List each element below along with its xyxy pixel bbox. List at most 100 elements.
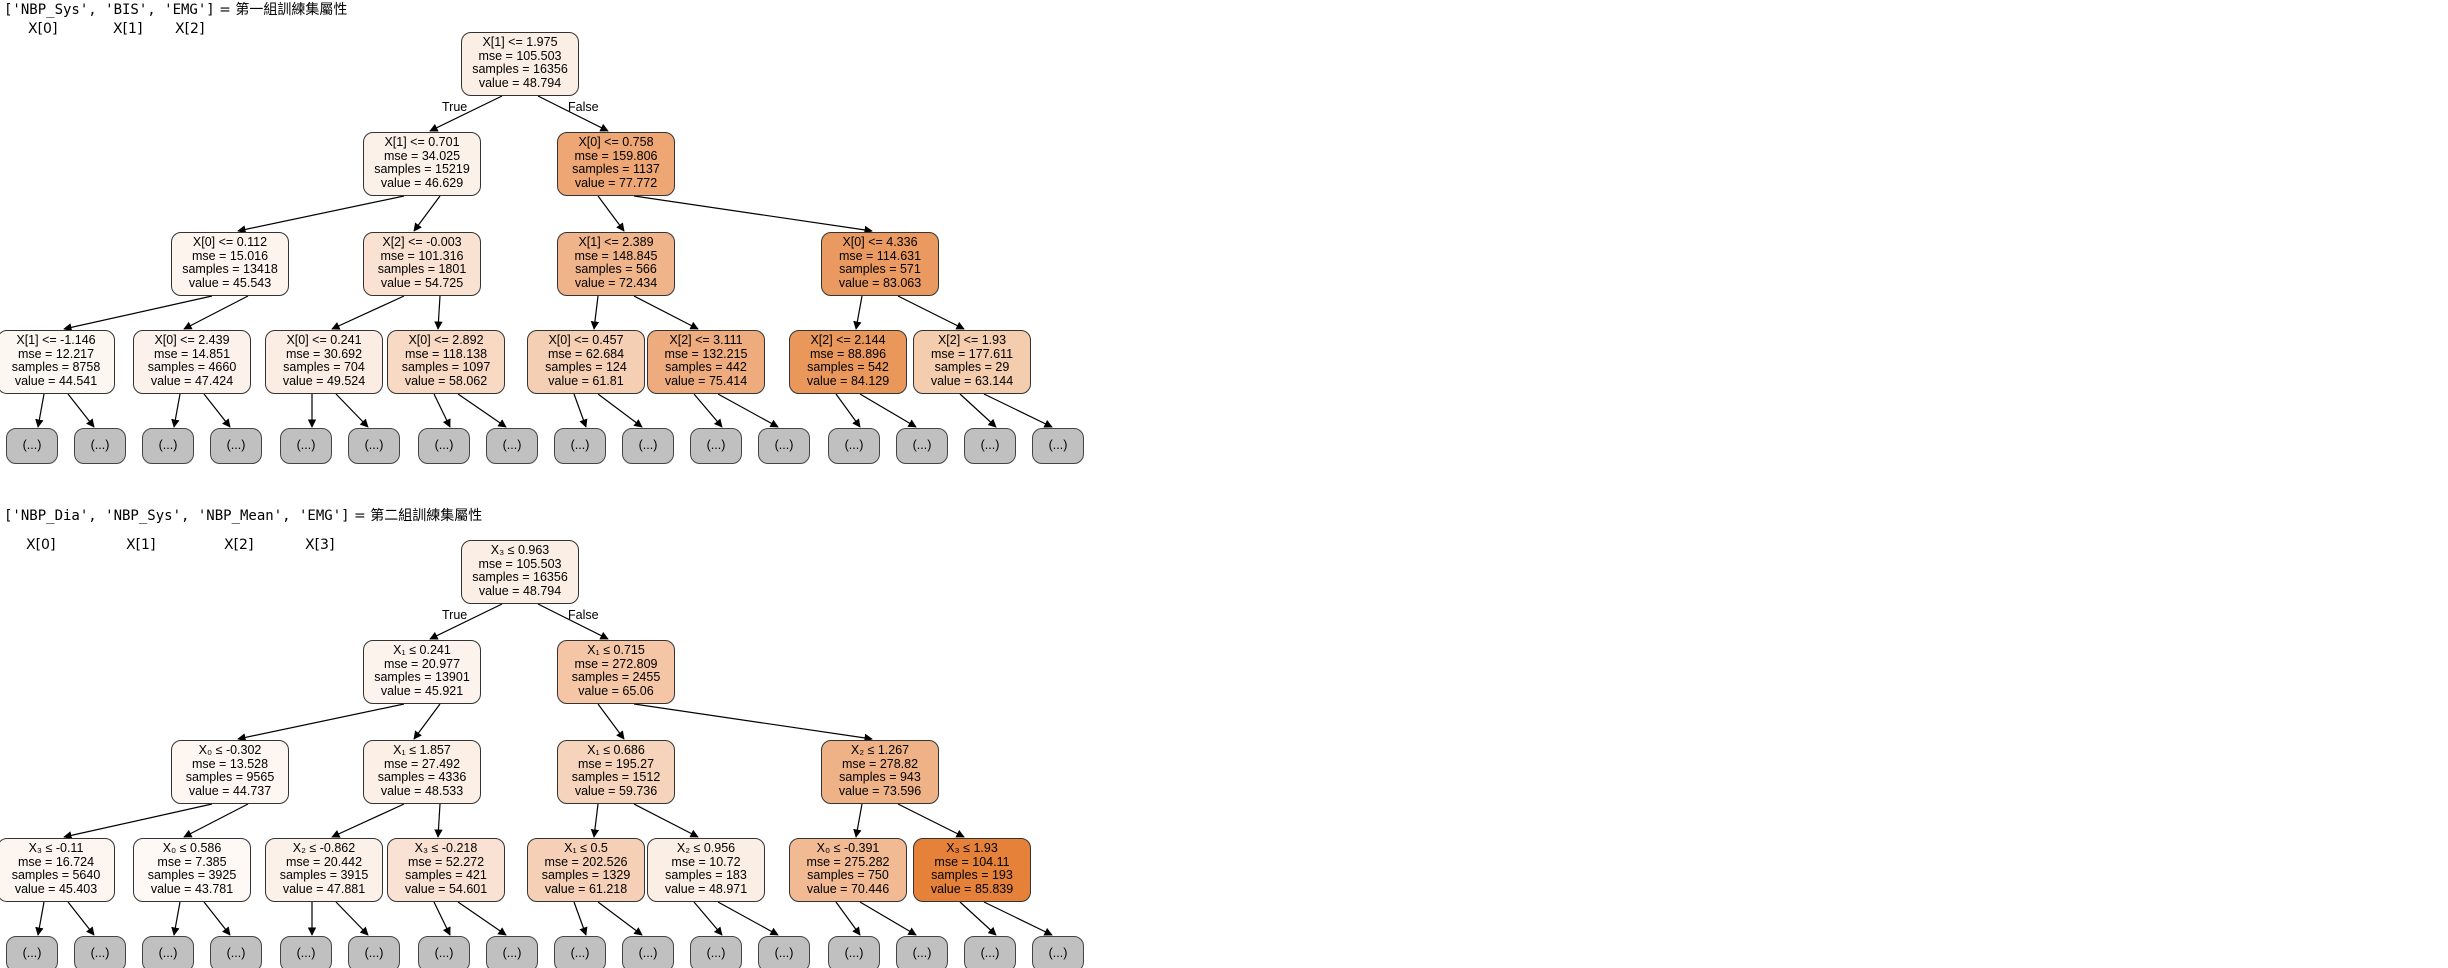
node-split: X₀ ≤ -0.391 xyxy=(816,841,880,855)
tree2-collapsed-leaf-5: (...) xyxy=(348,936,400,968)
node-value: value = 54.601 xyxy=(404,881,488,896)
node-samples: samples = 5640 xyxy=(11,868,101,882)
tree1-collapsed-leaf-15: (...) xyxy=(1032,428,1084,464)
tree1-collapsed-leaf-0: (...) xyxy=(6,428,58,464)
node-split: X₁ ≤ 0.715 xyxy=(587,643,645,657)
tree2-edge-leaf-10 xyxy=(693,901,723,936)
node-value: value = 45.921 xyxy=(380,683,464,698)
node-samples: samples = 13901 xyxy=(374,670,470,684)
node-samples: samples = 4660 xyxy=(147,360,237,374)
tree1-index-label-1: X[1] xyxy=(113,21,143,37)
tree2-collapsed-leaf-9: (...) xyxy=(622,936,674,968)
node-value: value = 72.434 xyxy=(574,275,658,290)
tree1-collapsed-leaf-2: (...) xyxy=(142,428,194,464)
tree2-index-label-3: X[3] xyxy=(305,537,335,553)
tree1-edge-leaf-8 xyxy=(573,393,588,428)
tree1-edge-1-3 xyxy=(237,195,405,234)
node-mse: mse = 275.282 xyxy=(806,854,890,869)
node-mse: mse = 14.851 xyxy=(153,346,231,361)
tree1-collapsed-leaf-4: (...) xyxy=(280,428,332,464)
node-mse: mse = 202.526 xyxy=(544,854,628,869)
node-split: X[2] <= 1.93 xyxy=(937,333,1007,347)
node-samples: samples = 704 xyxy=(283,360,365,374)
node-mse: mse = 195.27 xyxy=(577,756,655,771)
tree1-true-label: True xyxy=(442,100,468,114)
tree1-edge-3-7 xyxy=(63,295,213,332)
tree2-edge-leaf-15 xyxy=(983,901,1053,936)
node-mse: mse = 132.215 xyxy=(664,346,748,361)
tree1-edge-leaf-12 xyxy=(835,393,861,428)
tree2-caption-code: ['NBP_Dia', 'NBP_Sys', 'NBP_Mean', 'EMG'… xyxy=(4,508,350,524)
node-value: value = 85.839 xyxy=(930,881,1014,896)
tree2-collapsed-leaf-10: (...) xyxy=(690,936,742,968)
tree2-edge-0-2 xyxy=(537,603,609,640)
node-split: X₁ ≤ 0.241 xyxy=(393,643,451,657)
node-value: value = 61.81 xyxy=(548,373,624,388)
tree2-collapsed-leaf-8: (...) xyxy=(554,936,606,968)
node-value: value = 84.129 xyxy=(806,373,890,388)
node-mse: mse = 104.11 xyxy=(934,854,1010,869)
tree1-collapsed-leaf-3: (...) xyxy=(210,428,262,464)
tree1-edge-leaf-2 xyxy=(171,393,181,428)
tree2-edge-leaf-1 xyxy=(67,901,95,936)
tree2-edge-leaf-5 xyxy=(335,901,369,936)
node-split: X[1] <= -1.146 xyxy=(16,333,96,347)
tree1-edge-leaf-11 xyxy=(717,393,779,428)
node-mse: mse = 105.503 xyxy=(478,556,562,571)
node-value: value = 77.772 xyxy=(574,175,658,190)
node-value: value = 48.533 xyxy=(380,783,464,798)
node-value: value = 46.629 xyxy=(380,175,464,190)
tree1-collapsed-leaf-13: (...) xyxy=(896,428,948,464)
node-mse: mse = 10.72 xyxy=(671,854,741,869)
tree1-caption-desc: = 第一組訓練集屬性 xyxy=(214,2,348,18)
node-value: value = 65.06 xyxy=(578,683,654,698)
tree2-edge-leaf-3 xyxy=(203,901,231,936)
tree1-edge-leaf-5 xyxy=(335,393,369,428)
node-mse: mse = 62.684 xyxy=(547,346,625,361)
node-samples: samples = 16356 xyxy=(472,570,568,584)
node-samples: samples = 13418 xyxy=(182,262,278,276)
tree1-edge-leaf-1 xyxy=(67,393,95,428)
tree2-false-label: False xyxy=(568,608,599,622)
node-mse: mse = 30.692 xyxy=(285,346,363,361)
node-value: value = 63.144 xyxy=(930,373,1014,388)
node-split: X₃ ≤ 0.963 xyxy=(490,543,550,557)
tree1-collapsed-leaf-12: (...) xyxy=(828,428,880,464)
node-split: X[2] <= -0.003 xyxy=(382,235,462,249)
tree1-edge-5-12 xyxy=(633,295,699,330)
tree1-edge-5-11 xyxy=(590,295,600,330)
node-split: X[0] <= 0.112 xyxy=(192,235,268,249)
node-mse: mse = 16.724 xyxy=(17,854,95,869)
node-split: X[2] <= 3.111 xyxy=(669,333,743,347)
tree2-collapsed-leaf-12: (...) xyxy=(828,936,880,968)
tree1-edge-leaf-7 xyxy=(457,393,507,428)
node-split: X₃ ≤ 1.93 xyxy=(946,841,998,855)
tree2-edge-5-12 xyxy=(633,803,699,838)
node-value: value = 48.971 xyxy=(664,881,748,896)
node-mse: mse = 101.316 xyxy=(380,248,464,263)
node-mse: mse = 148.845 xyxy=(574,248,658,263)
node-split: X₃ ≤ -0.218 xyxy=(414,841,478,855)
tree1-collapsed-leaf-1: (...) xyxy=(74,428,126,464)
tree2-edge-leaf-11 xyxy=(717,901,779,936)
tree1-edge-2-6 xyxy=(633,195,873,235)
node-mse: mse = 272.809 xyxy=(574,656,658,671)
tree1-collapsed-leaf-14: (...) xyxy=(964,428,1016,464)
